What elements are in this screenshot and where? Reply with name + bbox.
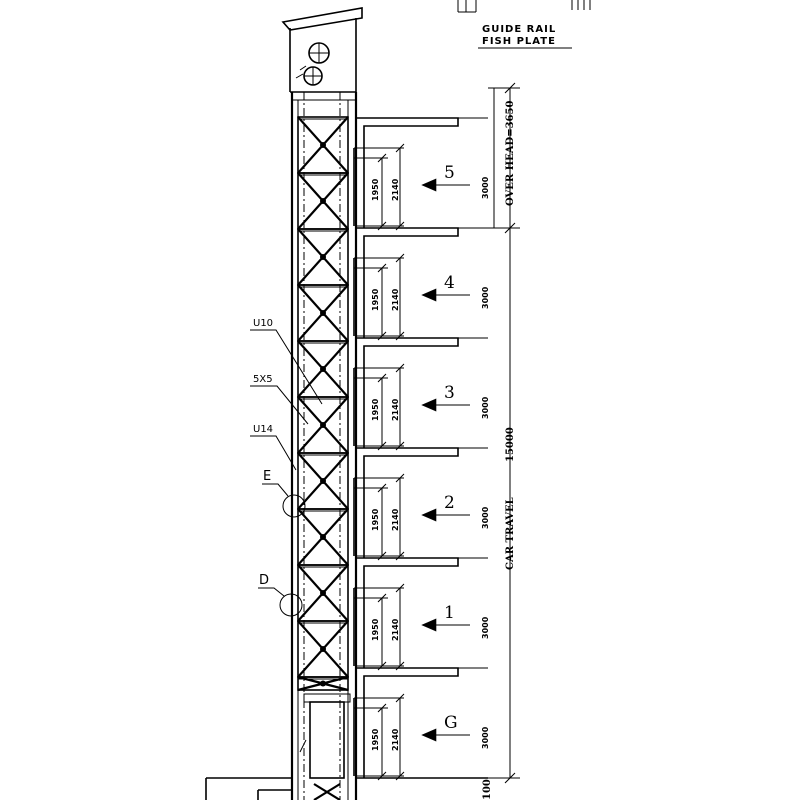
- bracing-node: [320, 478, 326, 484]
- detail-label-d: D: [259, 573, 269, 588]
- dim-tick: [395, 693, 405, 703]
- dim-tick: [377, 153, 387, 163]
- bracing-node: [320, 254, 326, 260]
- door-width-dim: 1950: [371, 288, 380, 311]
- floor-label: 1: [444, 603, 455, 623]
- overall-dimensions: [488, 82, 520, 784]
- dim-tick: [377, 373, 387, 383]
- leader-5x5: [250, 385, 309, 425]
- floor-arrowhead-icon: [421, 398, 437, 412]
- member-label-u14: U14: [253, 424, 273, 435]
- floor-label: 2: [444, 493, 455, 513]
- door-width-dim: 1950: [371, 398, 380, 421]
- floor-level-1: 1950 2140 1 3000: [353, 557, 490, 671]
- dim-tick: [395, 473, 405, 483]
- ground-slab: [205, 777, 488, 800]
- bracing-node: [320, 142, 326, 148]
- floor-height-dim: 3000: [481, 506, 490, 529]
- floor-arrowhead-icon: [421, 288, 437, 302]
- bracing-node: [320, 590, 326, 596]
- shaft-structure: [290, 92, 358, 800]
- floor-level-2: 1950 2140 2 3000: [353, 447, 490, 561]
- fish-plate-label: FISH PLATE: [482, 36, 556, 47]
- floor-height-dim: 3000: [481, 726, 490, 749]
- floor-slab: [356, 337, 459, 448]
- dim-tick: [395, 253, 405, 263]
- pit-bracing: [313, 783, 341, 800]
- leader-detail-d: [258, 587, 285, 597]
- floor-level-G: 1950 2140 G 3000: [353, 667, 490, 781]
- leader-detail-e: [262, 483, 289, 497]
- leader-u14: [250, 435, 297, 471]
- bracing-node: [320, 366, 326, 372]
- bracing-node: [320, 310, 326, 316]
- detail-label-e: E: [263, 469, 271, 484]
- bracing-node: [320, 646, 326, 652]
- frame-width-dim: 2140: [391, 508, 400, 531]
- door-width-dim: 1950: [371, 618, 380, 641]
- bracing-node: [320, 422, 326, 428]
- frame-width-dim: 2140: [391, 398, 400, 421]
- frame-width-dim: 2140: [391, 728, 400, 751]
- floor-label: 5: [444, 163, 455, 183]
- car-guide-shoe: [299, 739, 307, 753]
- door-width-dim: 1950: [371, 178, 380, 201]
- frame-width-dim: 2140: [391, 288, 400, 311]
- floor-arrowhead-icon: [421, 728, 437, 742]
- floor-slab: [356, 557, 459, 668]
- door-width-dim: 1950: [371, 728, 380, 751]
- dim-tick: [395, 143, 405, 153]
- member-label-5x5: 5X5: [253, 374, 273, 385]
- floor-label: G: [444, 713, 458, 733]
- floor-label: 3: [444, 383, 455, 403]
- detail-circle-d: [279, 593, 303, 617]
- car-top: [303, 693, 351, 703]
- elevator-car: [309, 701, 345, 779]
- dim-tick: [377, 593, 387, 603]
- floor-arrowhead-icon: [421, 508, 437, 522]
- dim-tick: [377, 703, 387, 713]
- member-label-u10: U10: [253, 318, 273, 329]
- bracing-node: [320, 680, 326, 687]
- dim-tick: [377, 483, 387, 493]
- pit-dimension: 100: [482, 779, 493, 800]
- floor-slab: [356, 117, 459, 228]
- floor-slab: [356, 447, 459, 558]
- floor-height-dim: 3000: [481, 396, 490, 419]
- overhead-dimension: OVER HEAD=3650: [505, 101, 516, 206]
- detail-circle-e: [282, 494, 306, 518]
- floor-slab: [356, 667, 459, 778]
- floor-level-4: 1950 2140 4 3000: [353, 227, 490, 341]
- car-travel-label: CAR TRAVEL: [505, 497, 516, 570]
- fish-plate-icon: [457, 0, 591, 13]
- bracing-panel: [297, 676, 349, 691]
- floor-level-5: 1950 2140 5 3000: [353, 117, 490, 231]
- leader-u10: [250, 329, 323, 405]
- floor-level-3: 1950 2140 3 3000: [353, 337, 490, 451]
- bracing-node: [320, 534, 326, 540]
- floor-height-dim: 3000: [481, 616, 490, 639]
- machine-room: [281, 7, 363, 93]
- frame-width-dim: 2140: [391, 618, 400, 641]
- floor-arrowhead-icon: [421, 178, 437, 192]
- dim-tick: [395, 363, 405, 373]
- bracing-node: [320, 198, 326, 204]
- floor-height-dim: 3000: [481, 176, 490, 199]
- floor-height-dim: 3000: [481, 286, 490, 309]
- floor-slab: [356, 227, 459, 338]
- dim-tick: [395, 583, 405, 593]
- door-width-dim: 1950: [371, 508, 380, 531]
- dim-tick: [377, 263, 387, 273]
- frame-width-dim: 2140: [391, 178, 400, 201]
- floor-label: 4: [444, 273, 455, 293]
- guide-rail-label: GUIDE RAIL: [482, 24, 556, 35]
- floor-arrowhead-icon: [421, 618, 437, 632]
- total-dimension: 15000: [505, 427, 516, 462]
